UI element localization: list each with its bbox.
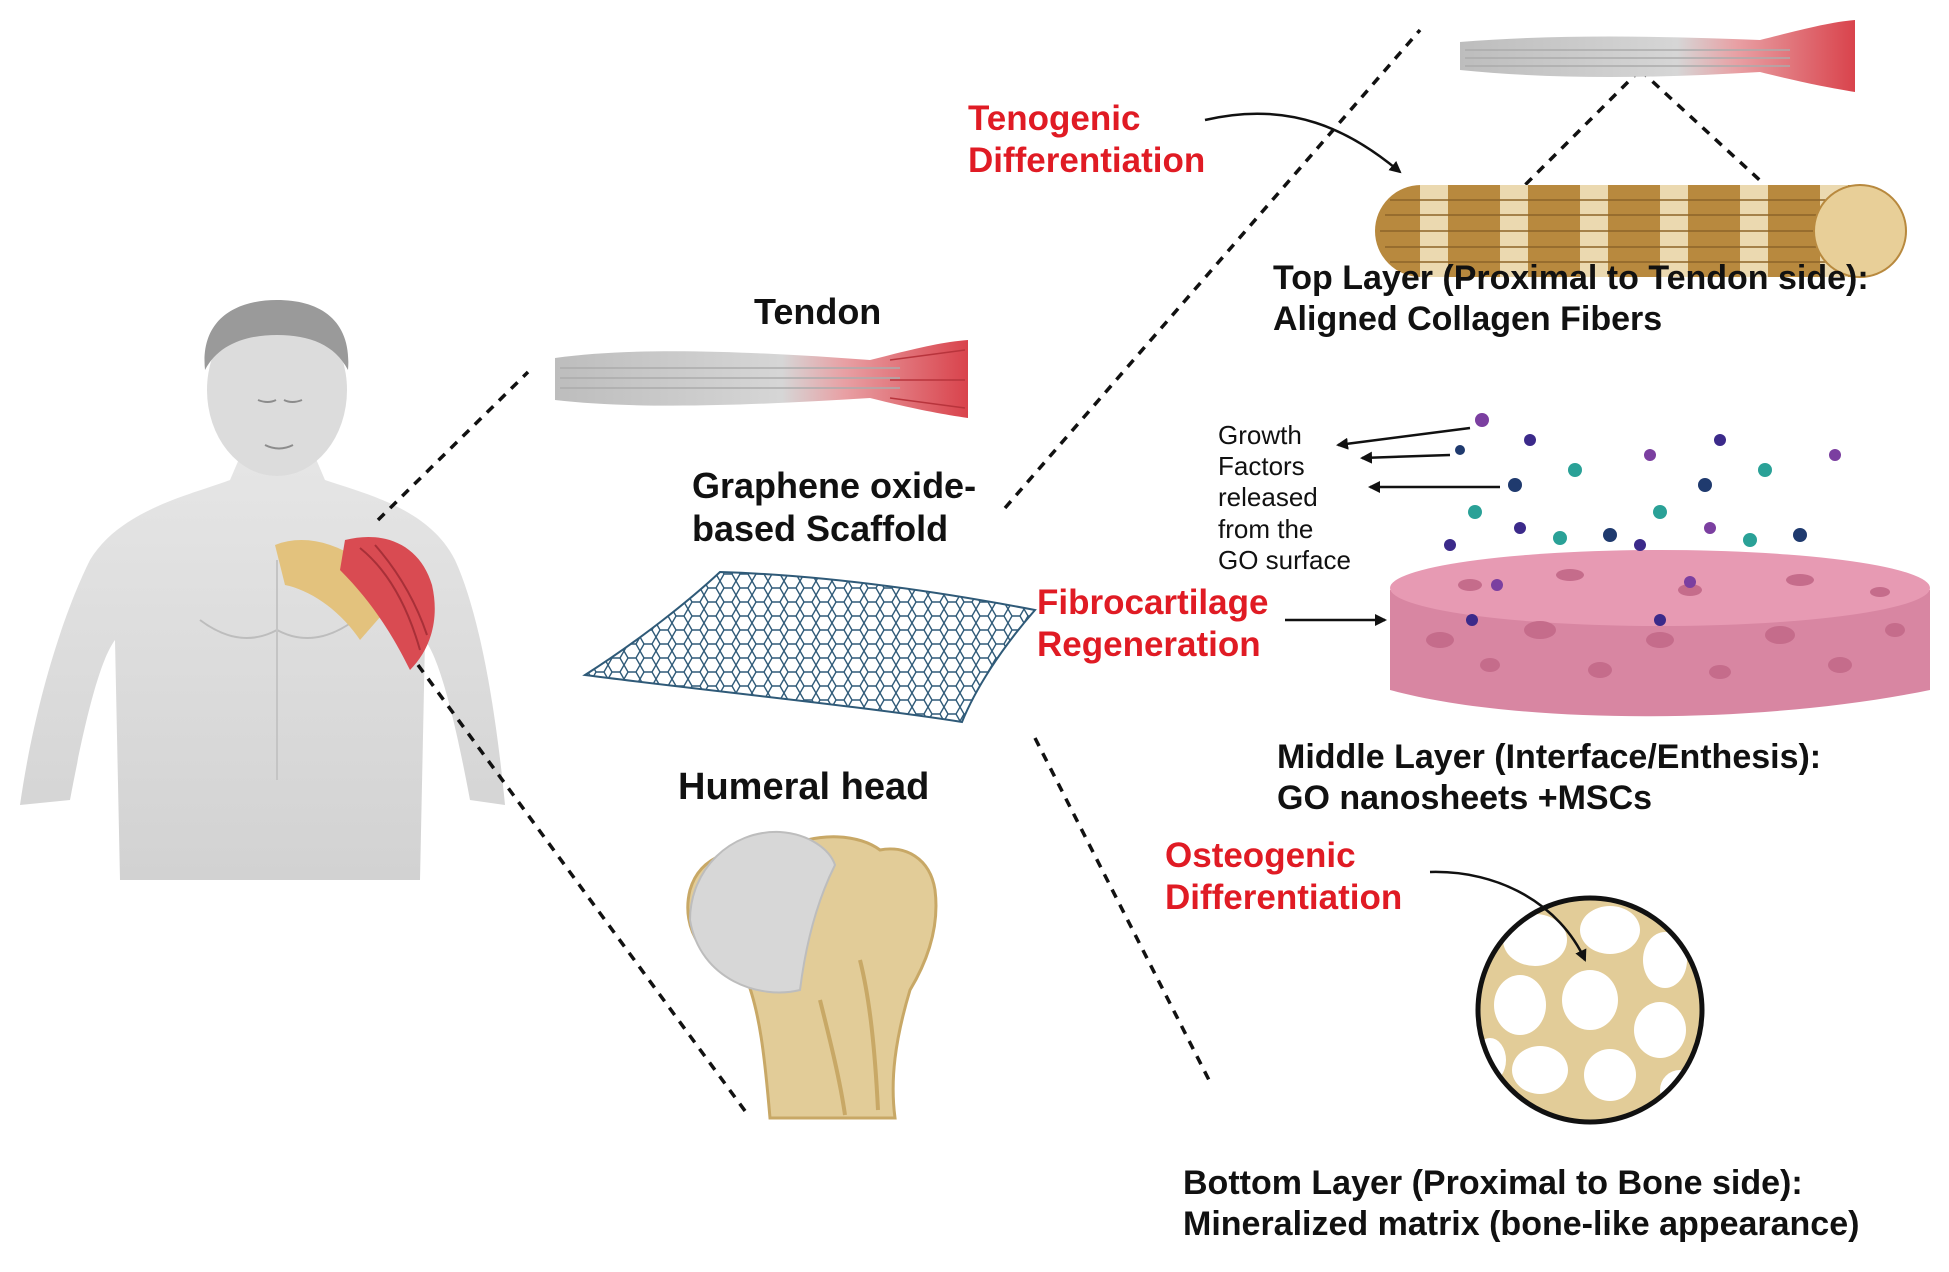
osteogenic-label: Osteogenic Differentiation [1165, 836, 1403, 917]
growth-factor-particle-icon [1444, 413, 1841, 626]
porous-sponge-icon [1390, 550, 1930, 717]
arrow-growth-2 [1360, 451, 1451, 464]
arrows [1204, 112, 1587, 962]
tendon-label: Tendon [754, 291, 882, 332]
bottom-layer-label: Bottom Layer (Proximal to Bone side): Mi… [1183, 1164, 1860, 1243]
humeral-label: Humeral head [678, 766, 930, 808]
growth-factors-label: Growth Factors released from the GO surf… [1218, 420, 1351, 575]
humeral-bone-icon [686, 830, 938, 1120]
arrow-growth-1 [1336, 426, 1471, 450]
arrow-osteo [1429, 870, 1587, 962]
arrow-tenogenic [1204, 112, 1402, 174]
tendon-muscle-icon-top [1460, 20, 1855, 92]
graphene-sheet-icon [582, 570, 1037, 724]
top-layer-label: Top Layer (Proximal to Tendon side): Ali… [1273, 259, 1869, 338]
tenogenic-label: Tenogenic Differentiation [968, 99, 1206, 180]
middle-layer-label: Middle Layer (Interface/Enthesis): GO na… [1277, 738, 1822, 817]
trabecular-bone-icon [1475, 895, 1705, 1125]
tendon-muscle-icon [555, 340, 968, 418]
dashed-connectors [376, 28, 1767, 1117]
collagen-fiber-bundle-icon [1375, 184, 1907, 278]
scaffold-label: Graphene oxide- based Scaffold [692, 465, 977, 550]
human-torso-icon [20, 300, 505, 880]
fibrocartilage-label: Fibrocartilage Regeneration [1037, 583, 1269, 664]
